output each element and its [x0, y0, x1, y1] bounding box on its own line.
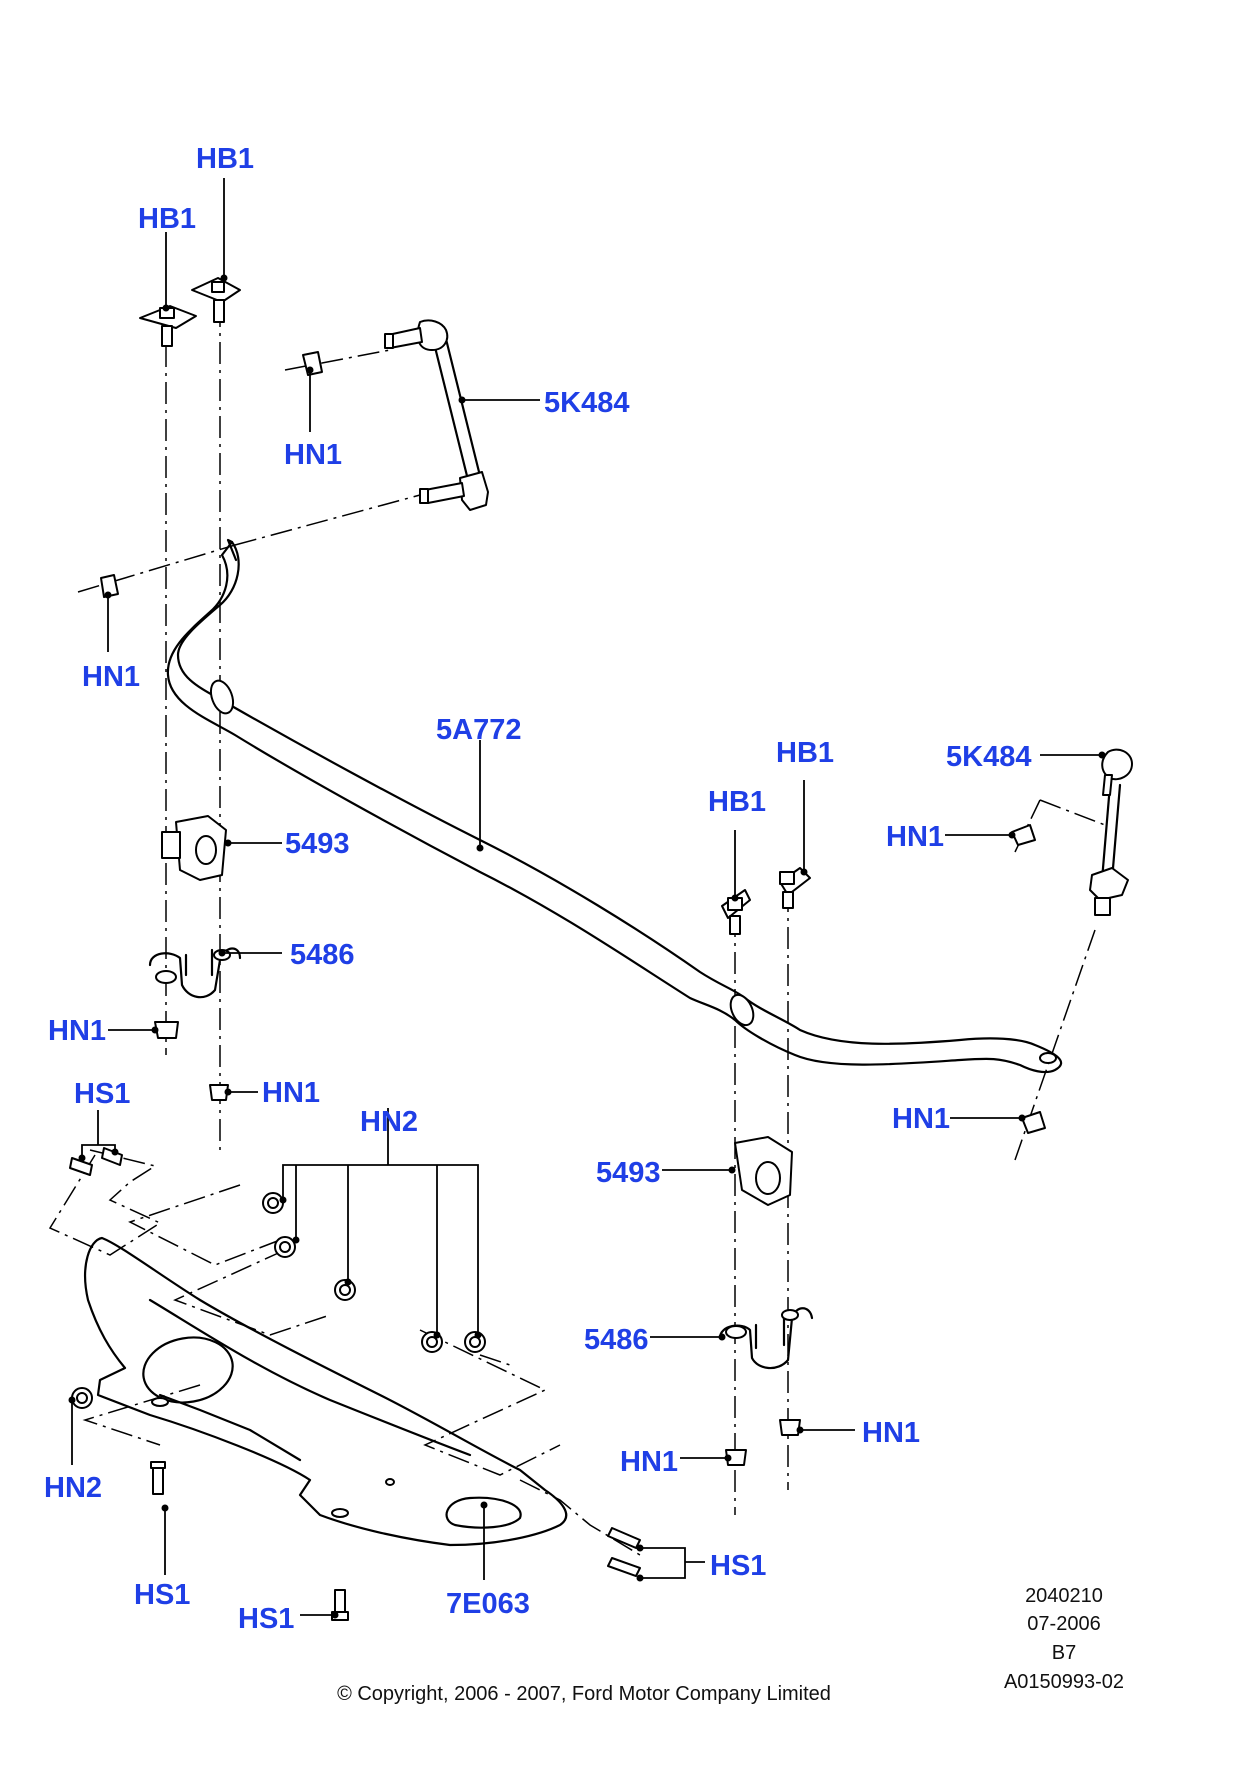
label-hn2-top: HN2 — [360, 1106, 418, 1138]
stabilizer-bar — [166, 538, 1063, 1074]
callout-labels: HB1 HB1 5K484 HN1 HN1 5A772 5493 5486 HN… — [44, 143, 1031, 1635]
diagram-code: 2040210 — [1025, 1585, 1103, 1607]
label-hs1-center-bottom: HS1 — [238, 1603, 294, 1635]
hn1-nuts — [100, 351, 1046, 1466]
stabilizer-link-right — [1089, 748, 1133, 916]
label-5493-right: 5493 — [596, 1157, 661, 1189]
brackets-5486 — [148, 947, 814, 1370]
label-hn1-left-lower-1: HN1 — [48, 1015, 106, 1047]
diagram-variant: B7 — [1052, 1642, 1076, 1664]
label-hn1-right-bar-end: HN1 — [892, 1103, 950, 1135]
label-hb1-top: HB1 — [196, 143, 254, 175]
label-hs1-right-bottom: HS1 — [710, 1550, 766, 1582]
label-hn1-left-lower-2: HN1 — [262, 1077, 320, 1109]
stabilizer-link-upper — [384, 319, 489, 511]
label-5k484-upper: 5K484 — [544, 387, 629, 419]
label-7e063: 7E063 — [446, 1588, 530, 1620]
alignment-lines — [48, 305, 1106, 1556]
label-hn1-right-link: HN1 — [886, 821, 944, 853]
leader-lines — [71, 178, 1102, 1616]
label-hb1-left: HB1 — [138, 203, 196, 235]
copyright-notice: © Copyright, 2006 - 2007, Ford Motor Com… — [337, 1683, 831, 1705]
label-5486-right: 5486 — [584, 1324, 649, 1356]
label-5a772: 5A772 — [436, 714, 521, 746]
bushings-5493 — [161, 815, 793, 1206]
splash-shield — [84, 1236, 568, 1547]
label-hs1-top-left: HS1 — [74, 1078, 130, 1110]
label-5486-left: 5486 — [290, 939, 355, 971]
hb1-bolts — [139, 277, 811, 935]
label-hs1-left-bottom: HS1 — [134, 1579, 190, 1611]
label-hn1-link-upper: HN1 — [284, 439, 342, 471]
label-hn1-right-lower-1: HN1 — [862, 1417, 920, 1449]
label-hn2-left: HN2 — [44, 1472, 102, 1504]
hs1-screws — [69, 1147, 641, 1621]
leader-dots — [68, 274, 1106, 1619]
label-hn1-right-lower-2: HN1 — [620, 1446, 678, 1478]
diagram-date: 07-2006 — [1027, 1613, 1100, 1635]
label-hb1-right-upper: HB1 — [776, 737, 834, 769]
document-metadata: 2040210 07-2006 B7 A0150993-02 © Copyrig… — [337, 1585, 1124, 1705]
diagram-reference: A0150993-02 — [1004, 1671, 1124, 1693]
label-hn1-bar-end-left: HN1 — [82, 661, 140, 693]
label-hb1-right-lower: HB1 — [708, 786, 766, 818]
label-5k484-right: 5K484 — [946, 741, 1031, 773]
label-5493-left: 5493 — [285, 828, 350, 860]
